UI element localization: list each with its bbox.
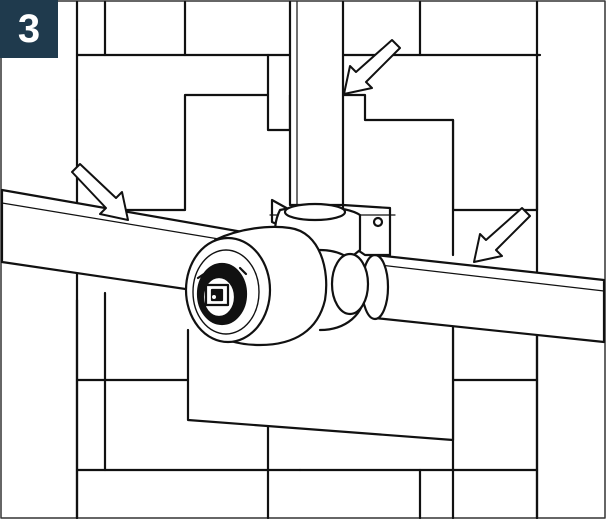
right-pipe xyxy=(360,253,606,344)
vertical-pipe xyxy=(288,0,345,207)
arrow-top xyxy=(343,39,401,95)
step-number-badge: 3 xyxy=(0,0,58,58)
recess-lower xyxy=(186,328,455,442)
indicator-arrows xyxy=(71,39,531,263)
valve-cartridge xyxy=(184,225,328,347)
arrow-right xyxy=(473,207,531,263)
arrow-left xyxy=(71,163,129,221)
